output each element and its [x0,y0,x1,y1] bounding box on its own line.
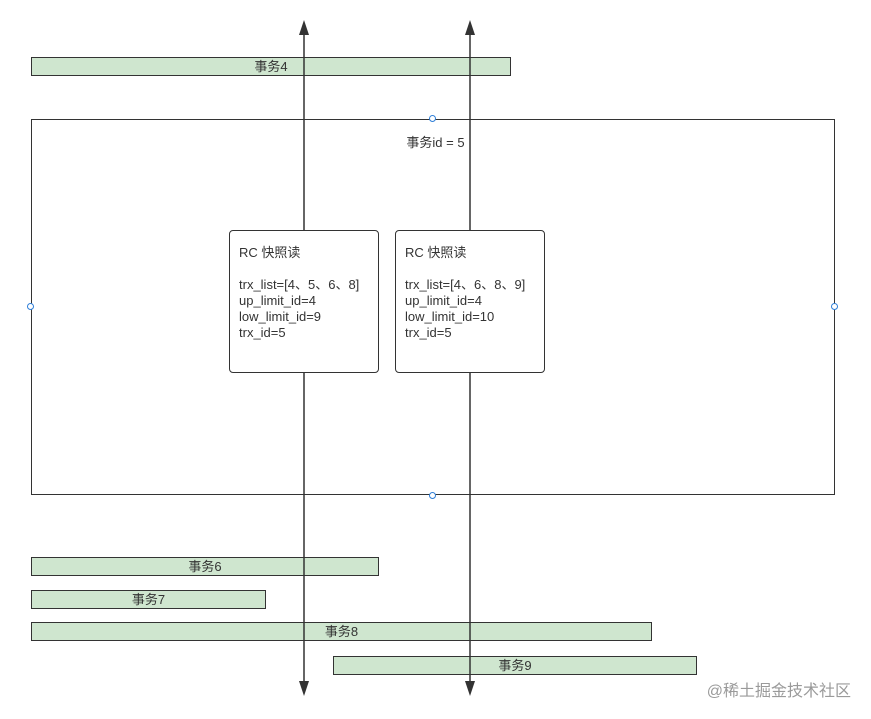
transaction-label: 事务7 [131,592,166,607]
read-view-box-1: RC 快照读 trx_list=[4、5、6、8] up_limit_id=4 … [229,230,379,373]
transaction-bar-4: 事务4 [31,57,511,76]
snapshot-title: RC 快照读 [405,245,467,260]
transaction-label: 事务6 [188,559,222,574]
snapshot-up-limit-id: up_limit_id=4 [405,293,482,308]
arrow-up-1 [299,20,309,35]
snapshot-up-limit-id: up_limit_id=4 [239,293,316,308]
watermark: @稀土掘金技术社区 [706,683,851,700]
snapshot-low-limit-id: low_limit_id=10 [405,309,495,324]
frame-handle-bottom[interactable] [429,492,436,499]
read-view-box-2: RC 快照读 trx_list=[4、6、8、9] up_limit_id=4 … [395,230,545,373]
snapshot-trx-list: trx_list=[4、5、6、8] [239,277,360,292]
snapshot-trx-id: trx_id=5 [239,325,286,340]
snapshot-trx-list: trx_list=[4、6、8、9] [405,277,526,292]
frame-label: 事务id = 5 [406,135,465,150]
arrow-down-1 [299,681,309,696]
snapshot-trx-id: trx_id=5 [405,325,452,340]
transaction-label: 事务9 [498,658,532,673]
transaction-label: 事务8 [324,624,359,639]
arrow-up-2 [465,20,475,35]
transaction-bar-7: 事务7 [31,590,266,609]
transaction-bar-6: 事务6 [31,557,379,576]
frame-handle-top[interactable] [429,115,436,122]
frame-handle-right[interactable] [831,303,838,310]
snapshot-title: RC 快照读 [239,245,301,260]
snapshot-low-limit-id: low_limit_id=9 [239,309,322,324]
transaction-label: 事务4 [254,59,288,74]
transaction-bar-9: 事务9 [333,656,697,675]
frame-handle-left[interactable] [27,303,34,310]
arrow-down-2 [465,681,475,696]
transaction-bar-8: 事务8 [31,622,652,641]
